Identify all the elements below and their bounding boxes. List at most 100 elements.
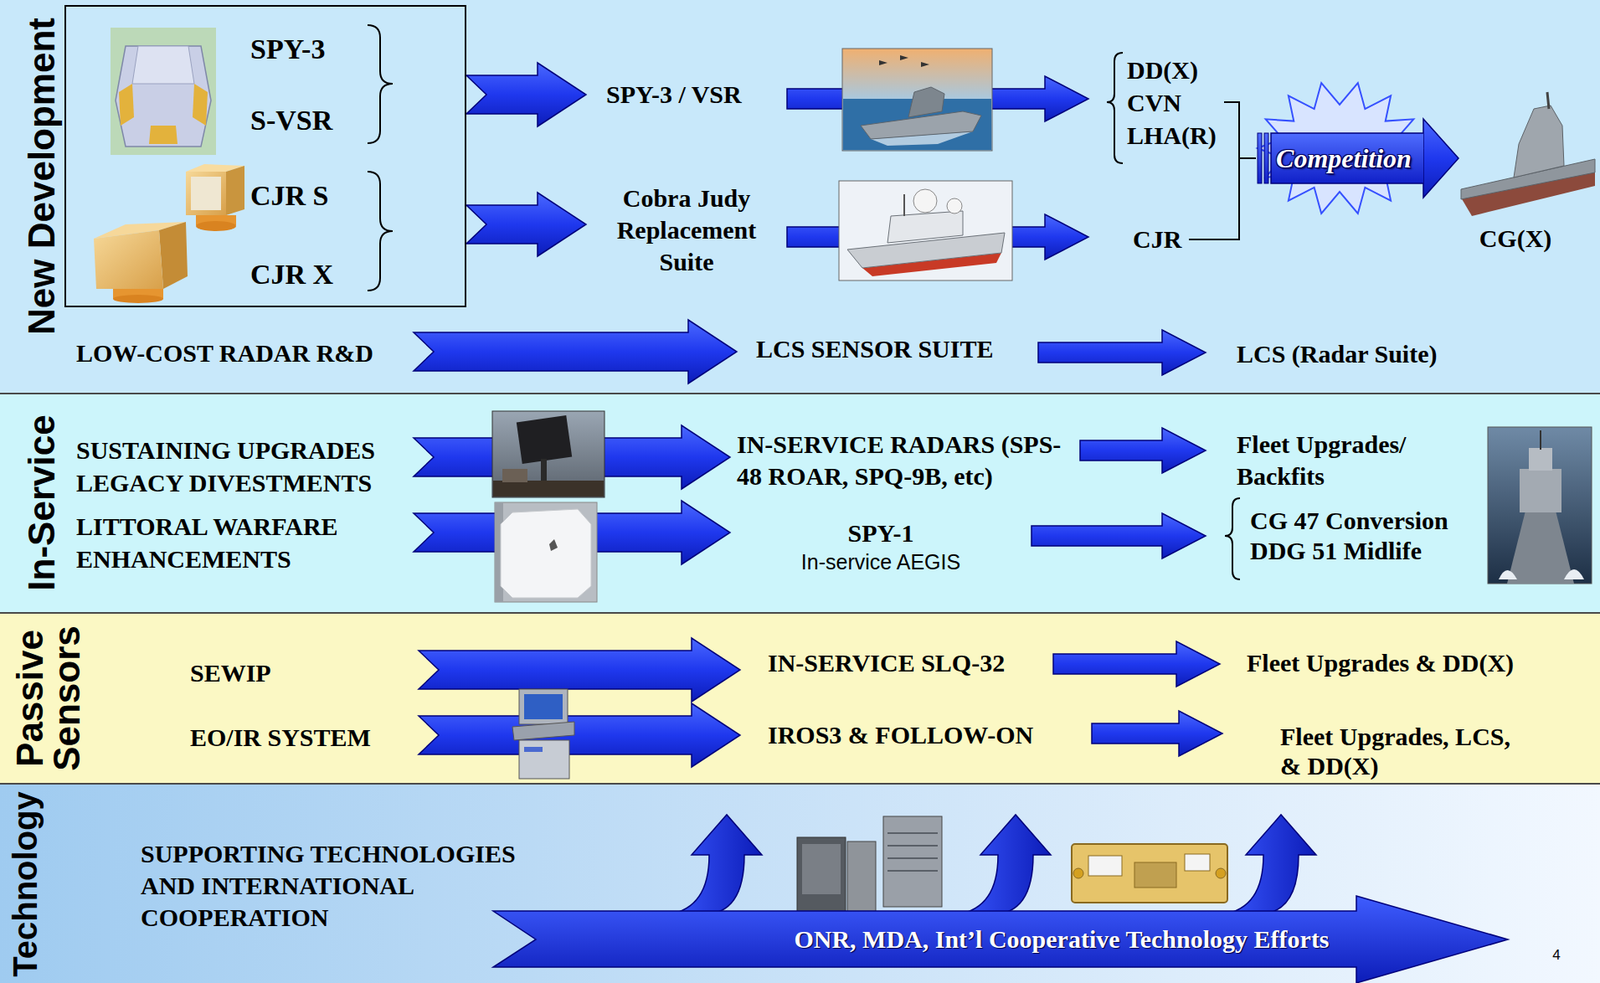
item-box: SUSTAINING UPGRADES LEGACY DIVESTMENTS — [76, 432, 414, 501]
item-label: IROS3 & FOLLOW-ON — [767, 719, 1034, 752]
item-box: Fleet Upgrades/ Backfits — [1205, 427, 1457, 494]
ship-picture — [838, 180, 1013, 281]
console-picture-part — [512, 721, 575, 741]
ship-picture-part — [913, 189, 937, 213]
block-arrow — [1080, 427, 1206, 474]
item-label: SPY-3 / VSR — [606, 78, 742, 111]
ship-picture — [842, 48, 993, 151]
up-arrow-part — [956, 814, 1051, 915]
ship-picture-part — [903, 194, 906, 217]
item-label: SUSTAINING UPGRADES LEGACY DIVESTMENTS — [76, 433, 412, 500]
item-label: LCS (Radar Suite) — [1236, 338, 1437, 371]
item-label: Fleet Upgrades, LCS, & DD(X) — [1280, 721, 1528, 781]
item-box: SPY-3 / VSR — [586, 77, 788, 113]
circuit-module-picture-part — [1071, 843, 1228, 903]
cruiser-photo-part — [1539, 430, 1542, 450]
item-box: LCS (Radar Suite) — [1205, 336, 1457, 372]
item-box: IN-SERVICE RADARS (SPS-48 ROAR, SPQ-9B, … — [730, 427, 1081, 494]
item-label: Fleet Upgrades/ Backfits — [1236, 428, 1438, 493]
radar-photo-part — [516, 415, 572, 464]
item-label: Competition — [1275, 141, 1412, 175]
ship-picture-part — [879, 55, 930, 67]
block-arrow — [1031, 513, 1206, 559]
item-label: LOW-COST RADAR R&D — [76, 337, 374, 370]
ship-picture-part — [946, 198, 963, 214]
band-ground — [0, 0, 1600, 394]
arrow-tail-bar — [1264, 133, 1269, 184]
cruiser-photo-part — [1519, 468, 1562, 513]
console-picture-part — [524, 694, 563, 720]
up-arrow — [668, 814, 1317, 915]
item-label: CJR S — [250, 177, 330, 214]
item-label: EO/IR SYSTEM — [190, 721, 371, 754]
spy3-picture-part — [192, 83, 208, 126]
cjr-s-picture — [185, 164, 245, 232]
console-picture-part — [519, 740, 570, 779]
item-label: Cobra Judy Replacement Suite — [602, 182, 771, 278]
item-box: IROS3 & FOLLOW-ON — [740, 717, 1092, 753]
spy1-photo-part — [549, 539, 558, 551]
spy1-photo-part — [500, 509, 592, 598]
radar-photo-part — [502, 468, 528, 483]
server-picture-part — [883, 816, 942, 907]
band-divider — [0, 612, 1600, 614]
console-picture-part — [524, 746, 543, 752]
cjr-x-picture — [93, 221, 188, 304]
ship-picture-part — [838, 180, 1013, 281]
circuit-module-picture — [1071, 843, 1228, 903]
item-label: LITTORAL WARFARE ENHANCEMENTS — [76, 509, 412, 576]
brace — [367, 25, 393, 144]
ship-picture-part — [887, 210, 963, 243]
item-box: Fleet Upgrades, LCS, & DD(X) — [1222, 720, 1595, 782]
page-number: 4 — [1552, 946, 1560, 964]
server-picture-part — [887, 857, 938, 860]
radar-photo-part — [492, 411, 605, 498]
item-label: IN-SERVICE RADARS (SPS-48 ROAR, SPQ-9B, … — [736, 428, 1072, 493]
cruiser-photo — [1487, 427, 1592, 584]
circuit-module-picture-part — [1073, 868, 1084, 879]
band: Technology SUPPORTING TECHNOLOGIES AND IN… — [0, 784, 1600, 983]
block-arrow — [1053, 641, 1220, 687]
server-picture-part — [847, 841, 876, 921]
item-box: CG 47 ConversionDDG 51 Midlife — [1205, 504, 1474, 568]
competition-burst: Competition — [1255, 79, 1424, 217]
band-label: Technology — [4, 791, 47, 977]
item-label: SPY-3 — [250, 30, 325, 67]
band-ground — [0, 783, 1600, 983]
block-arrow — [1091, 710, 1223, 757]
item-label: CVN — [1126, 86, 1182, 119]
spy1-photo-part — [494, 502, 597, 602]
cgx-ship-picture-part — [1547, 92, 1549, 109]
item-box: IN-SERVICE SLQ-32 — [740, 645, 1054, 681]
band: In-ServiceSUSTAINING UPGRADES LEGACY DIV… — [0, 394, 1600, 613]
spy1-photo — [494, 502, 597, 602]
cruiser-photo-part — [1498, 569, 1585, 580]
cjr-s-picture-part — [226, 165, 245, 216]
radar-photo — [492, 411, 605, 498]
item-label: S-VSR — [250, 102, 333, 139]
block-arrow — [418, 703, 741, 767]
starburst — [1257, 82, 1422, 214]
block-arrow — [1038, 329, 1206, 376]
cjr-x-picture-part — [93, 230, 164, 289]
band: Passive SensorsSEWIPIN-SERVICE SLQ-32Fle… — [0, 613, 1600, 783]
block-arrow — [1423, 118, 1459, 198]
item-box: LITTORAL WARFARE ENHANCEMENTS — [76, 508, 414, 577]
block-arrow — [418, 637, 741, 702]
band-ground — [0, 612, 1600, 784]
radar-photo-part — [493, 480, 604, 497]
console-picture-part — [519, 689, 568, 725]
brace — [367, 171, 393, 291]
cjr-s-picture-part — [195, 221, 237, 232]
item-box: DD(X)CVNLHA(R) — [1088, 51, 1225, 154]
item-label: SUPPORTING TECHNOLOGIES AND INTERNATIONA… — [140, 838, 535, 934]
bracket-connector — [1224, 102, 1256, 159]
bracket-connector — [1188, 158, 1256, 240]
server-picture-part — [797, 837, 846, 921]
item-label: CG 47 Conversion — [1250, 505, 1449, 536]
ship-picture-part — [908, 87, 945, 118]
spy3-picture-part — [149, 125, 178, 145]
arrow-tail-bar — [1257, 133, 1262, 184]
arrow-shaft — [1270, 133, 1424, 184]
